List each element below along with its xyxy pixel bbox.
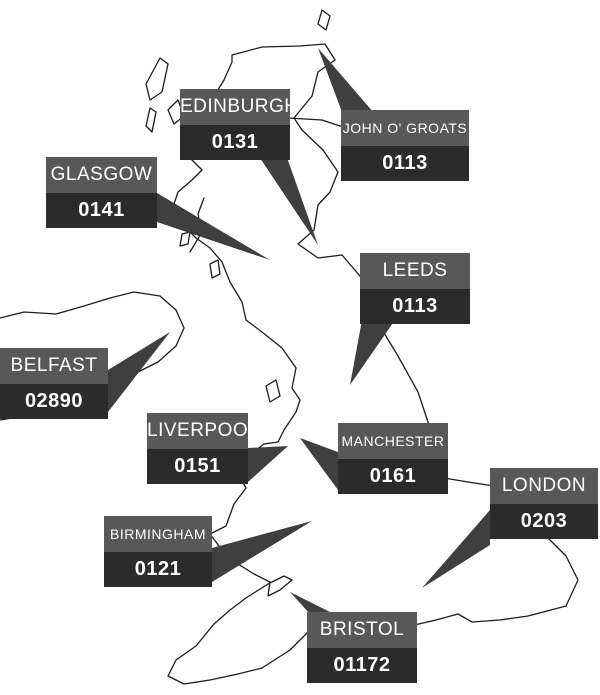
city-name: LIVERPOOL bbox=[147, 413, 248, 449]
liverpool-pointer bbox=[248, 446, 288, 482]
city-name: JOHN O' GROATS bbox=[341, 110, 469, 146]
callout-belfast[interactable]: BELFAST 02890 bbox=[0, 348, 108, 419]
callout-john-o-groats[interactable]: JOHN O' GROATS 0113 bbox=[341, 110, 469, 181]
callout-bristol[interactable]: BRISTOL 01172 bbox=[307, 612, 417, 683]
leeds-pointer bbox=[350, 320, 395, 385]
area-code: 0113 bbox=[341, 146, 469, 181]
area-code: 0161 bbox=[338, 459, 448, 494]
callout-edinburgh[interactable]: EDINBURGH 0131 bbox=[180, 89, 290, 160]
area-code: 0151 bbox=[147, 449, 248, 484]
area-code: 0113 bbox=[360, 289, 470, 324]
isle-of-man bbox=[265, 379, 281, 403]
belfast-pointer bbox=[108, 332, 170, 412]
birmingham-pointer bbox=[212, 521, 312, 582]
callout-liverpool[interactable]: LIVERPOOL 0151 bbox=[147, 413, 248, 484]
glasgow-pointer bbox=[157, 193, 270, 260]
city-name: BELFAST bbox=[0, 348, 108, 384]
islay-island bbox=[179, 231, 191, 247]
area-code: 01172 bbox=[307, 648, 417, 683]
city-name: EDINBURGH bbox=[180, 89, 290, 125]
great-britain-outline bbox=[167, 43, 579, 685]
city-name: MANCHESTER bbox=[338, 423, 448, 459]
area-code: 02890 bbox=[0, 384, 108, 419]
city-name: LONDON bbox=[490, 468, 598, 504]
edinburgh-pointer bbox=[256, 152, 318, 245]
city-name: LEEDS bbox=[360, 253, 470, 289]
hebrides-island bbox=[145, 57, 169, 101]
callout-leeds[interactable]: LEEDS 0113 bbox=[360, 253, 470, 324]
manchester-pointer bbox=[300, 438, 338, 490]
firth-of-forth bbox=[287, 117, 347, 129]
london-pointer bbox=[422, 510, 490, 588]
area-code: 0203 bbox=[490, 504, 598, 539]
area-code: 0141 bbox=[46, 193, 157, 228]
callout-manchester[interactable]: MANCHESTER 0161 bbox=[338, 423, 448, 494]
city-name: BIRMINGHAM bbox=[104, 516, 212, 552]
area-code: 0121 bbox=[104, 552, 212, 587]
bristol-pointer bbox=[290, 592, 334, 614]
callout-glasgow[interactable]: GLASGOW 0141 bbox=[46, 157, 157, 228]
hebrides-south-island bbox=[145, 107, 157, 133]
area-code: 0131 bbox=[180, 125, 290, 160]
orkney-island bbox=[317, 9, 331, 31]
john-o-groats-pointer bbox=[318, 48, 380, 120]
callout-birmingham[interactable]: BIRMINGHAM 0121 bbox=[104, 516, 212, 587]
arran-island bbox=[209, 259, 221, 279]
callout-london[interactable]: LONDON 0203 bbox=[490, 468, 598, 539]
city-name: GLASGOW bbox=[46, 157, 157, 193]
city-name: BRISTOL bbox=[307, 612, 417, 648]
